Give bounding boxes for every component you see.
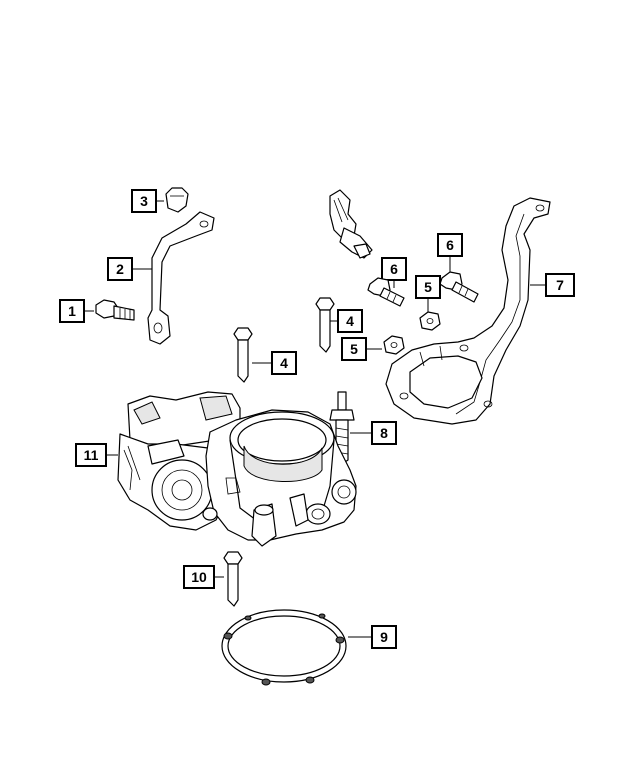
callout-6-right-label: 6 <box>446 237 454 253</box>
callout-5-upper: 5 <box>415 275 441 312</box>
callout-4-lower-label: 4 <box>280 355 288 371</box>
bolt-part-1 <box>95 299 135 321</box>
callout-3: 3 <box>131 189 164 213</box>
callout-10-label: 10 <box>191 569 207 585</box>
callout-5-upper-label: 5 <box>424 279 432 295</box>
callout-3-label: 3 <box>140 193 148 209</box>
bracket-part-7 <box>385 197 551 425</box>
callout-11: 11 <box>75 443 118 467</box>
callout-11-label: 11 <box>84 447 99 463</box>
callout-2: 2 <box>107 257 152 281</box>
callout-6-right: 6 <box>437 233 463 272</box>
callout-1-label: 1 <box>68 303 76 319</box>
callout-4-upper-label: 4 <box>346 313 354 329</box>
bolt-part-4-lower <box>233 327 253 383</box>
callout-4-lower: 4 <box>252 351 297 375</box>
callout-8-label: 8 <box>380 425 388 441</box>
callout-8: 8 <box>350 421 397 445</box>
callout-7-label: 7 <box>556 277 564 293</box>
gasket-part-9 <box>221 609 347 686</box>
callout-6-left-label: 6 <box>390 261 398 277</box>
callout-9: 9 <box>348 625 397 649</box>
bolt-part-6-left <box>367 277 405 307</box>
callout-9-label: 9 <box>380 629 388 645</box>
wiring-connector <box>329 189 373 259</box>
nut-part-3 <box>165 187 189 213</box>
callout-7: 7 <box>530 273 575 297</box>
callout-4-upper: 4 <box>330 309 363 333</box>
bolt-part-4-upper <box>315 297 335 353</box>
nut-part-5-upper <box>419 311 441 331</box>
bolt-part-10 <box>223 551 243 607</box>
callout-10: 10 <box>183 565 224 589</box>
nut-part-5-lower <box>383 335 405 355</box>
callout-5-lower-label: 5 <box>350 341 358 357</box>
ground-strap-part-2 <box>147 211 215 345</box>
callout-2-label: 2 <box>116 261 124 277</box>
bolt-part-6-right <box>439 271 479 303</box>
callout-5-lower: 5 <box>341 337 382 361</box>
callout-1: 1 <box>59 299 94 323</box>
throttle-body-part-11 <box>117 391 357 547</box>
callout-6-left: 6 <box>381 257 407 288</box>
